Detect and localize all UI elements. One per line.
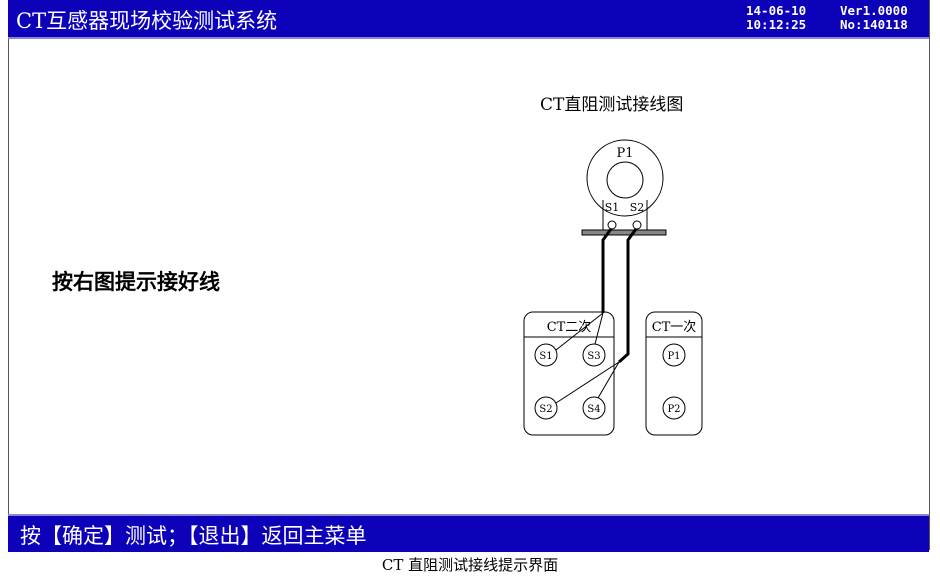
wire-s1 bbox=[601, 228, 613, 313]
terminal-s4: S4 bbox=[587, 404, 600, 415]
terminal-p2: P2 bbox=[667, 404, 680, 415]
version-info: Ver1.0000 No:140118 bbox=[840, 4, 908, 32]
ct-bracket bbox=[602, 200, 648, 230]
date: 14-06-10 bbox=[746, 3, 807, 18]
ct-p1-label: P1 bbox=[616, 146, 633, 161]
wiring-hint: 按右图提示接好线 bbox=[52, 270, 220, 294]
ct-secondary-box bbox=[523, 311, 615, 436]
figure-caption: CT 直阻测试接线提示界面 bbox=[381, 556, 559, 574]
wire-branches bbox=[555, 312, 620, 404]
wire-s2 bbox=[618, 228, 638, 364]
terminal-s1: S1 bbox=[539, 351, 552, 362]
screen-frame bbox=[8, 0, 930, 550]
footer-instruction: 按【确定】测试；【退出】返回主菜单 bbox=[20, 524, 367, 548]
ct-terminal-s2 bbox=[632, 220, 642, 230]
ct-inner-hole bbox=[606, 161, 644, 199]
ct-primary-box bbox=[645, 311, 703, 436]
terminal-s3: S3 bbox=[587, 351, 600, 362]
datetime: 14-06-10 10:12:25 bbox=[746, 4, 806, 32]
terminal-p1: P1 bbox=[667, 351, 680, 362]
version: Ver1.0000 bbox=[840, 3, 908, 18]
title-bar: CT互感器现场校验测试系统 14-06-10 10:12:25 Ver1.000… bbox=[8, 0, 929, 39]
diagram-title: CT直阻测试接线图 bbox=[540, 95, 684, 115]
status-bar: 按【确定】测试；【退出】返回主菜单 bbox=[8, 514, 929, 552]
time: 10:12:25 bbox=[746, 17, 807, 32]
app-title: CT互感器现场校验测试系统 bbox=[16, 9, 278, 33]
ct-terminal-s1 bbox=[607, 220, 617, 230]
ct-outer-ring bbox=[586, 139, 664, 217]
ct-s2-label: S2 bbox=[630, 201, 645, 214]
terminal-s2: S2 bbox=[539, 404, 552, 415]
serial-number: No:140118 bbox=[840, 17, 908, 32]
primary-box-title: CT一次 bbox=[652, 319, 697, 335]
ct-s1-label: S1 bbox=[605, 201, 620, 214]
ct-mount-plate bbox=[581, 229, 667, 236]
secondary-box-title: CT二次 bbox=[547, 319, 592, 335]
